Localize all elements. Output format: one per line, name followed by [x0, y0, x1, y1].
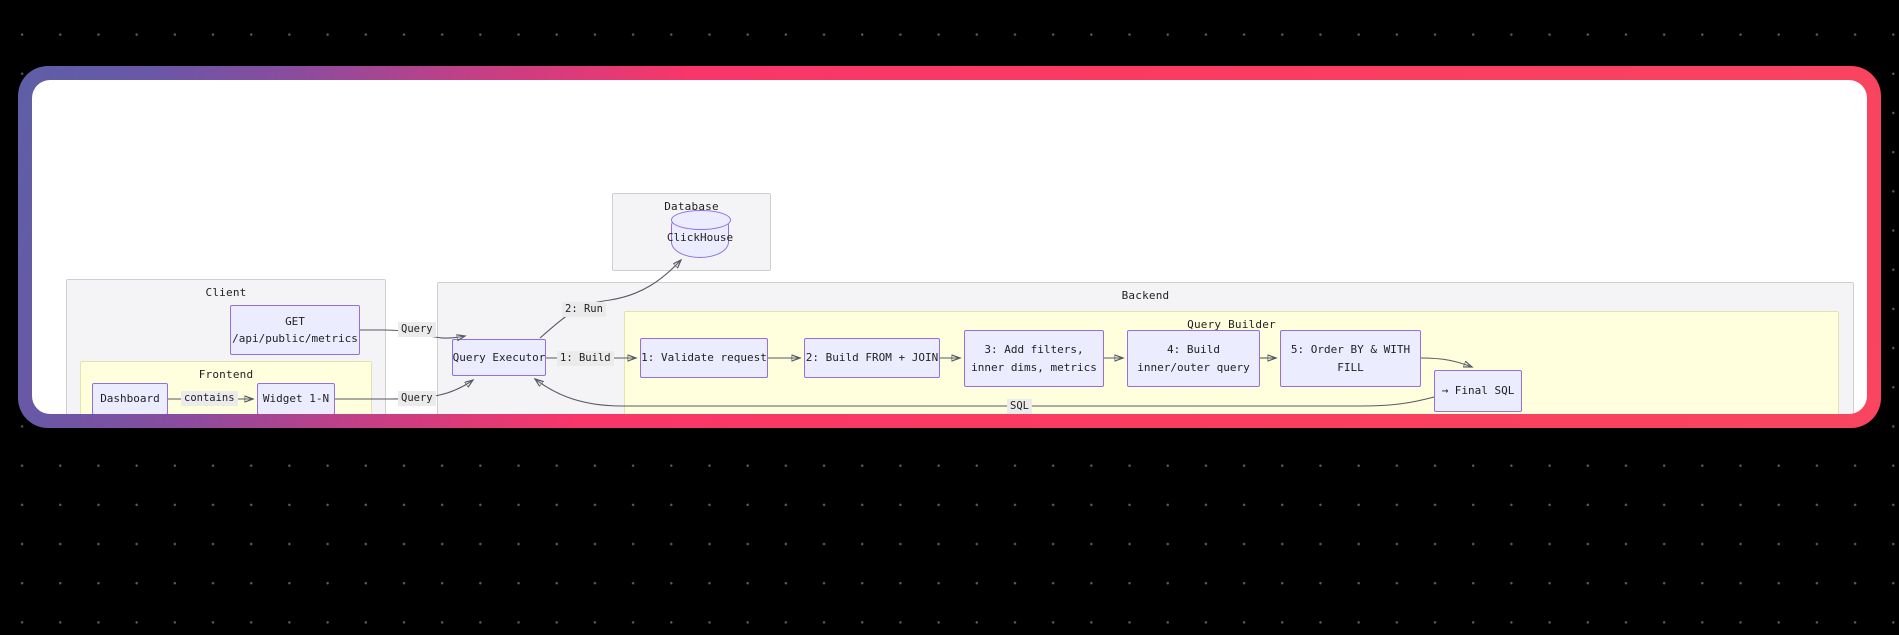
- node-widget[interactable]: Widget 1-N: [257, 383, 335, 414]
- node-clickhouse[interactable]: ClickHouse: [667, 210, 733, 258]
- group-frontend-label: Frontend: [198, 368, 254, 381]
- node-step-1-validate-request[interactable]: 1: Validate request: [640, 338, 768, 378]
- node-step-3-add-filters[interactable]: 3: Add filters, inner dims, metrics: [964, 330, 1104, 387]
- group-query-builder-label: Query Builder: [1187, 318, 1276, 331]
- node-step5-line2: FILL: [1337, 360, 1364, 374]
- group-backend-label: Backend: [1121, 289, 1170, 302]
- diagram-canvas-surface: Client GET /api/public/metrics Frontend …: [32, 80, 1867, 414]
- node-step-4-build-inner-outer-query[interactable]: 4: Build inner/outer query: [1127, 330, 1260, 387]
- edge-label-build: 1: Build: [557, 351, 614, 367]
- node-final-sql[interactable]: → Final SQL: [1434, 370, 1522, 412]
- edge-label-query-top: Query: [398, 322, 436, 338]
- node-step2-label: 2: Build FROM + JOIN: [805, 351, 939, 365]
- node-dashboard[interactable]: Dashboard: [92, 383, 168, 414]
- node-final-sql-label: → Final SQL: [1441, 384, 1515, 398]
- node-query-executor[interactable]: Query Executor: [452, 339, 546, 376]
- node-step4-line2: inner/outer query: [1137, 360, 1250, 374]
- edge-label-contains: contains: [181, 391, 238, 407]
- node-step3-line2: inner dims, metrics: [971, 360, 1097, 374]
- node-step-2-build-from-join[interactable]: 2: Build FROM + JOIN: [804, 338, 940, 378]
- node-step4-line1: 4: Build: [1167, 343, 1220, 357]
- node-step5-line1: 5: Order BY & WITH: [1290, 343, 1411, 357]
- node-clickhouse-label: ClickHouse: [666, 230, 734, 244]
- node-get-line2: /api/public/metrics: [232, 332, 358, 345]
- node-step3-line1: 3: Add filters,: [984, 343, 1084, 357]
- node-get-line1: GET: [285, 314, 305, 328]
- node-widget-label: Widget 1-N: [262, 392, 330, 406]
- node-get-api-public-metrics[interactable]: GET /api/public/metrics: [230, 305, 360, 355]
- diagram-canvas: Client GET /api/public/metrics Frontend …: [32, 80, 1867, 414]
- edge-label-run: 2: Run: [562, 302, 606, 318]
- group-client-label: Client: [205, 286, 247, 299]
- node-step1-label: 1: Validate request: [641, 351, 767, 365]
- edge-label-query-bottom: Query: [398, 391, 436, 407]
- diagram-card: Client GET /api/public/metrics Frontend …: [18, 66, 1881, 428]
- node-query-executor-label: Query Executor: [452, 350, 546, 364]
- edge-label-sql: SQL: [1007, 399, 1032, 414]
- node-dashboard-label: Dashboard: [100, 392, 160, 406]
- node-step-5-order-by-with-fill[interactable]: 5: Order BY & WITH FILL: [1280, 330, 1421, 387]
